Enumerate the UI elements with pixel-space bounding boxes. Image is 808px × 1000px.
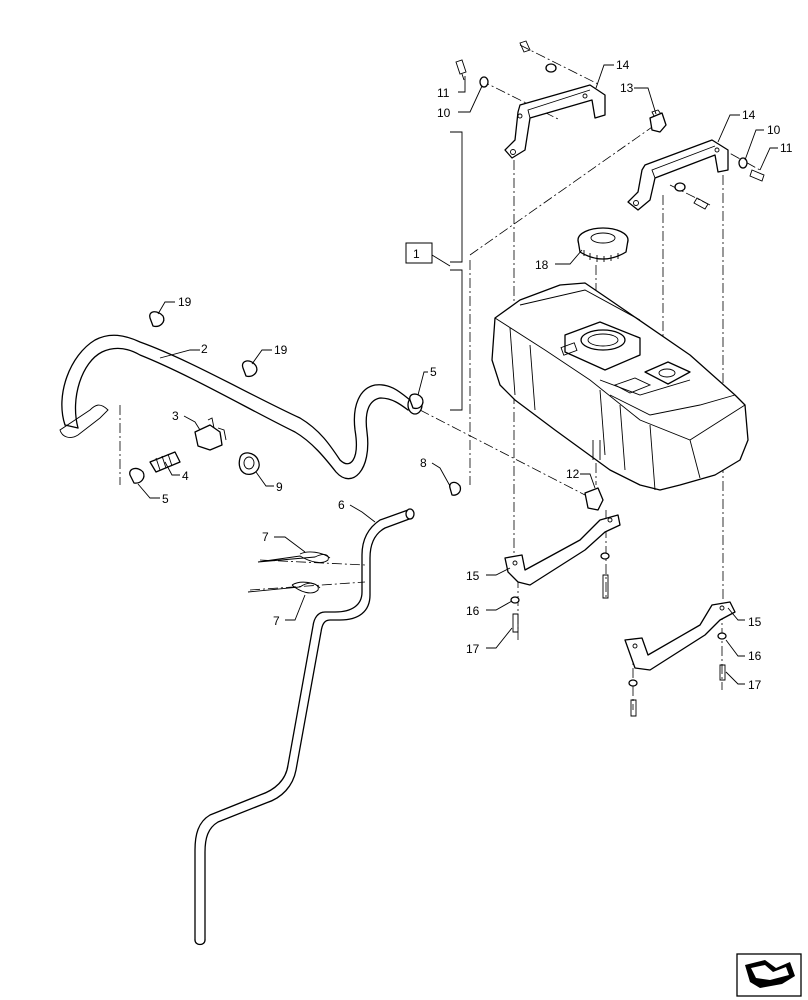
- callout-18: 18: [535, 258, 549, 272]
- callout-leaders: [137, 64, 778, 685]
- callout-4: 4: [182, 469, 189, 483]
- callout-14: 14: [616, 58, 630, 72]
- fittings: [149, 417, 260, 475]
- filler-cap: [577, 227, 629, 262]
- callout-17: 17: [748, 678, 762, 692]
- callout-7: 7: [273, 614, 280, 628]
- callout-3: 3: [172, 409, 179, 423]
- hose-tube: [194, 508, 415, 946]
- callout-13: 13: [620, 81, 634, 95]
- callout-6: 6: [338, 498, 345, 512]
- callout-15: 15: [748, 615, 762, 629]
- tank-strap-left: [504, 514, 621, 586]
- callout-5: 5: [162, 492, 169, 506]
- fuel-tank: [491, 282, 749, 491]
- callout-19: 19: [274, 343, 288, 357]
- tank-bracket-upper-right: [627, 139, 729, 211]
- next-page-arrow-icon[interactable]: [736, 953, 802, 997]
- hose-return: [59, 334, 423, 480]
- callout-8: 8: [420, 456, 427, 470]
- tank-bracket-upper-left: [504, 84, 606, 159]
- hose-clamps: [129, 311, 462, 496]
- callout-15: 15: [466, 569, 480, 583]
- callout-10: 10: [437, 106, 451, 120]
- callout-12: 12: [566, 467, 580, 481]
- callout-11: 11: [780, 141, 793, 155]
- assembly-group-bracket: [405, 131, 463, 411]
- fasteners-lower: [510, 487, 727, 717]
- callout-5: 5: [430, 365, 437, 379]
- cable-ties: [247, 551, 331, 594]
- callout-16: 16: [748, 649, 762, 663]
- callout-2: 2: [201, 342, 208, 356]
- callout-16: 16: [466, 604, 480, 618]
- callout-17: 17: [466, 642, 480, 656]
- callout-10: 10: [767, 123, 781, 137]
- tank-strap-right: [624, 601, 736, 671]
- group-callout-1: 1: [413, 247, 420, 261]
- callout-9: 9: [276, 480, 283, 494]
- callout-7: 7: [262, 530, 269, 544]
- callout-14: 14: [742, 108, 756, 122]
- callout-labels: 1 2 3 4 5 5 6 7 7 8 9 10 10 11 11 12 13 …: [162, 58, 793, 692]
- callout-11: 11: [437, 86, 450, 100]
- callout-19: 19: [178, 295, 192, 309]
- fasteners-upper: [455, 40, 765, 210]
